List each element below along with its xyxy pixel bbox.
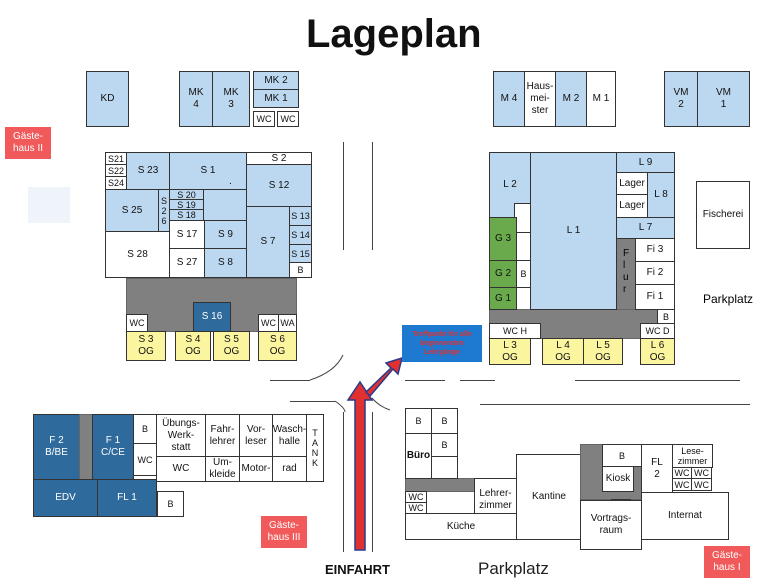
- room-s4-og: S 4 OG: [175, 331, 211, 361]
- corridor: [79, 414, 93, 480]
- room-b: B: [431, 433, 458, 457]
- light-patch: [28, 187, 70, 223]
- guesthouse-3: Gäste- haus III: [261, 516, 307, 548]
- road-line: [290, 401, 335, 402]
- room-g3: G 3: [489, 217, 517, 261]
- page-title: Lageplan: [306, 12, 482, 56]
- room-b: B: [431, 408, 458, 434]
- room-motorrad: rad: [272, 456, 307, 482]
- room-m4: M 4: [493, 71, 525, 127]
- room-tank: T A N K: [306, 414, 324, 482]
- room-buero-annex: [431, 456, 458, 479]
- road-line: [575, 380, 740, 381]
- room-edv: EDV: [33, 479, 98, 517]
- room-umkleide: Um- kleide: [205, 456, 240, 482]
- room-s16: S 16: [193, 302, 231, 332]
- room-motorrad: Motor-: [239, 456, 273, 482]
- room-fahrlehrer: Fahr- lehrer: [205, 414, 240, 457]
- room-b: B: [405, 408, 432, 434]
- room-wc: WC: [277, 111, 299, 127]
- room-s28: S 28: [105, 231, 170, 278]
- room-m1: M 1: [586, 71, 616, 127]
- room-s15: S 15: [289, 244, 312, 263]
- room-mk3: MK 3: [212, 71, 250, 127]
- guesthouse-2: Gäste- haus II: [5, 127, 51, 159]
- parking-label: Parkplatz: [703, 292, 754, 306]
- room-fi1: Fi 1: [635, 284, 675, 310]
- room-vortragsraum: Vortrags- raum: [580, 500, 642, 550]
- parking-label: Parkplatz: [478, 559, 549, 578]
- room-s12: S 12: [246, 164, 312, 207]
- room-vm2: VM 2: [664, 71, 698, 127]
- room-l1: L 1: [530, 152, 617, 310]
- room-wc: WC: [253, 111, 275, 127]
- room-l5-og: L 5 OG: [583, 338, 623, 365]
- room-vm1: VM 1: [697, 71, 750, 127]
- room-s9: S 9: [204, 220, 247, 249]
- road-line: [405, 380, 445, 381]
- road-line: [343, 412, 344, 552]
- entrance-label: EINFAHRT: [325, 562, 390, 577]
- room-b: B: [657, 309, 675, 324]
- room-s8: S 8: [204, 248, 247, 278]
- room-buero: Büro: [405, 433, 432, 479]
- room-f2: F 2 B/BE: [33, 414, 80, 480]
- room-hausmeister: Haus- mei- ster: [524, 71, 556, 127]
- room-vorleser: Vor- leser: [239, 414, 273, 457]
- road-line: [343, 142, 344, 250]
- flur-label: F l u r: [623, 248, 630, 295]
- room-b: B: [516, 260, 531, 288]
- room-b: B: [133, 414, 157, 444]
- room-kantine: Kantine: [516, 454, 582, 540]
- map-dot: .: [229, 176, 232, 187]
- road-line: [460, 380, 495, 381]
- road-line: [480, 404, 750, 405]
- room-wc: WC: [691, 478, 712, 491]
- room-l8: L 8: [647, 172, 675, 218]
- room-s25: S 25: [105, 189, 159, 232]
- meeting-point: Treffpunkt für alle beginnenden Lehrgäng…: [402, 325, 482, 362]
- room-s7: S 7: [246, 206, 290, 278]
- room-wc: WC: [156, 456, 206, 482]
- room-mk1: MK 1: [253, 89, 299, 108]
- room-fl1: FL 1: [97, 479, 157, 517]
- room-l6-og: L 6 OG: [640, 338, 675, 365]
- road-line: [372, 142, 373, 250]
- room-s1: S 1: [169, 152, 247, 190]
- room-s3-og: S 3 OG: [126, 331, 166, 361]
- room-l4-og: L 4 OG: [542, 338, 584, 365]
- room-uebungswerkstatt: Übungs- Werk- statt: [156, 414, 206, 457]
- room-kd: KD: [86, 71, 129, 127]
- room-lesezimmer: Lese- zimmer: [672, 444, 713, 468]
- room-b: B: [289, 262, 312, 278]
- room-internat: Internat: [641, 492, 729, 540]
- room-l3-og: L 3 OG: [489, 338, 531, 365]
- room-wc: WC: [133, 443, 157, 476]
- room-kueche: Küche: [405, 513, 517, 540]
- room-s27: S 27: [169, 248, 205, 278]
- room-kiosk: Kiosk: [602, 466, 634, 492]
- road-line: [372, 412, 373, 552]
- room-s6-og: S 6 OG: [258, 331, 297, 361]
- room-f1: F 1 C/CE: [92, 414, 134, 480]
- room-wc: WC: [672, 478, 692, 491]
- room-b: B: [602, 444, 642, 467]
- room-b: B: [157, 491, 184, 517]
- guesthouse-1: Gäste- haus I: [704, 546, 750, 578]
- room-fischerei: Fischerei: [696, 181, 750, 249]
- room-g1: G 1: [489, 287, 517, 310]
- road-line: [270, 380, 310, 381]
- room-fl2: FL 2: [641, 444, 673, 493]
- room-mk2: MK 2: [253, 71, 299, 90]
- room-s5-og: S 5 OG: [213, 331, 250, 361]
- room-waschhalle: Wasch- halle: [272, 414, 307, 457]
